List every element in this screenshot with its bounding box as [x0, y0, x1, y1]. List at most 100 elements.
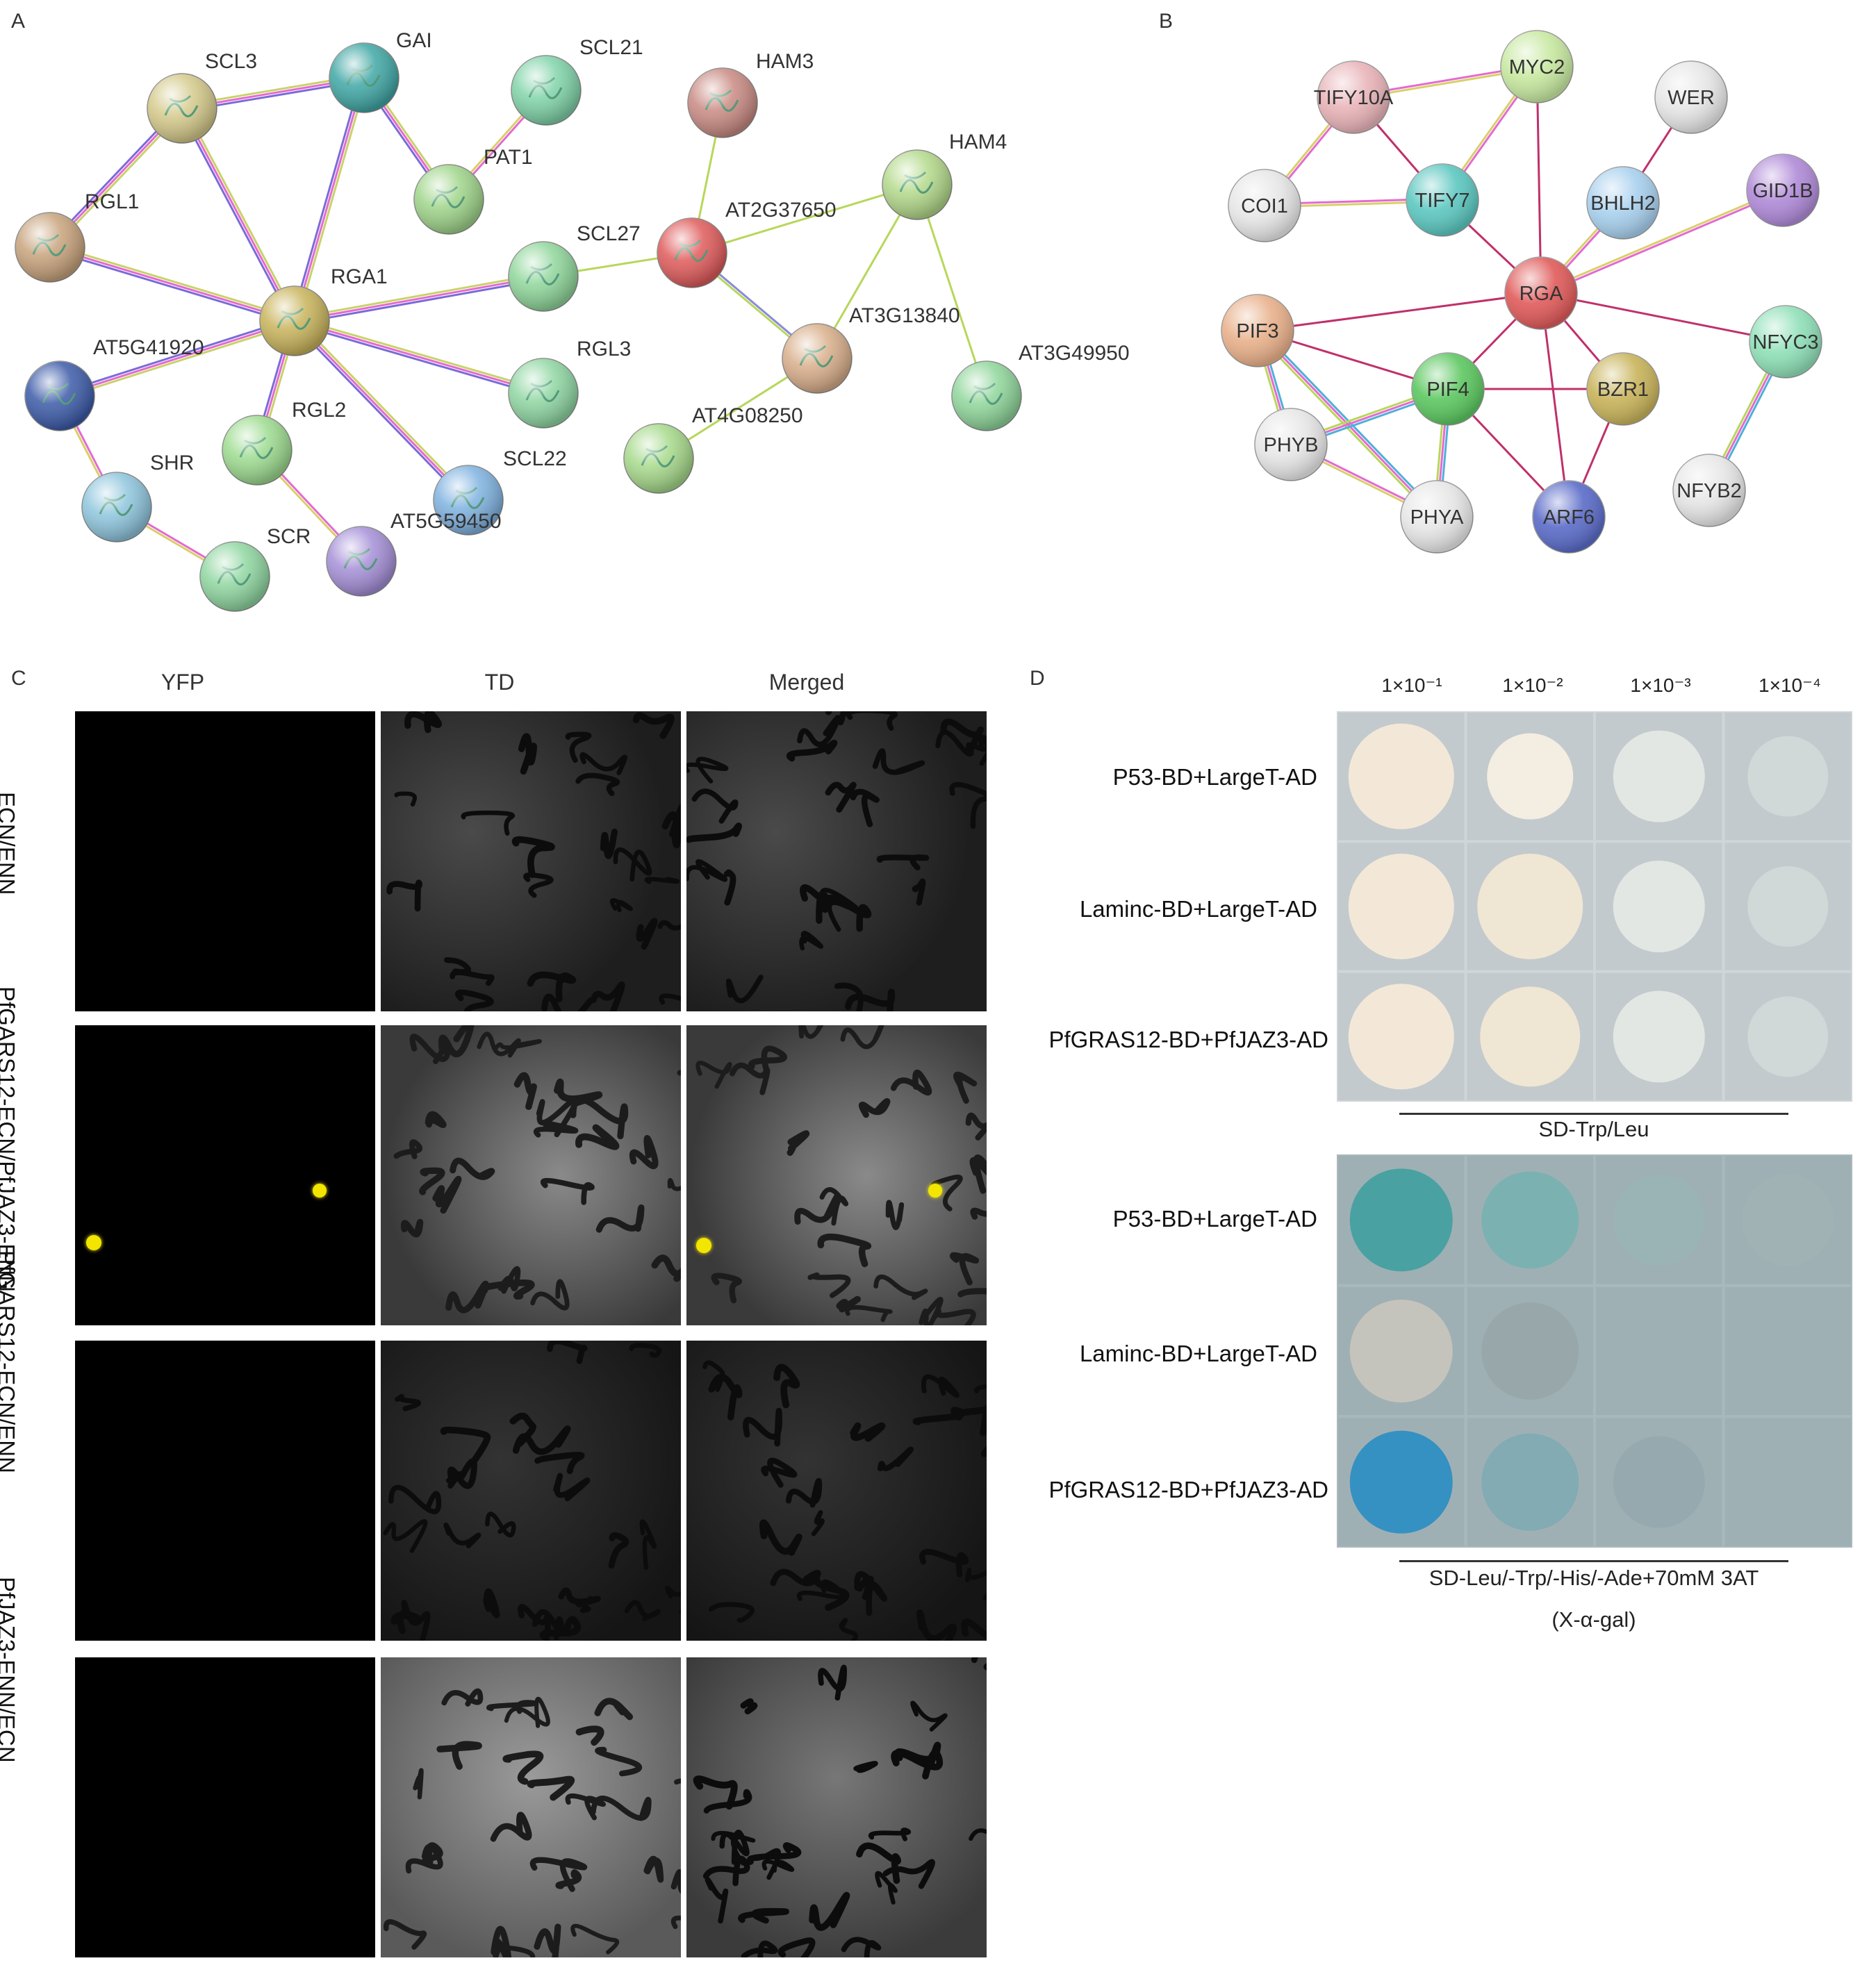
node-highlight: [1505, 257, 1577, 329]
cell-wall: [541, 993, 594, 1011]
cell-wall: [882, 1859, 936, 1889]
cell-wall: [691, 788, 739, 824]
node-highlight: [624, 424, 693, 493]
cell-wall: [703, 1789, 752, 1814]
caption-sd-quad: SD-Leu/-Trp/-His/-Ade+70mM 3AT: [1428, 1566, 1759, 1590]
yeast-colony-spot: [1613, 861, 1705, 952]
network-edge: [1540, 292, 1570, 517]
network-edge: [181, 108, 296, 322]
cell-wall: [850, 1422, 886, 1442]
node-highlight: [509, 358, 578, 428]
network-edge: [290, 76, 363, 321]
cell-wall: [845, 988, 896, 1011]
cell-wall: [770, 1568, 821, 1587]
node-label: TIFY10A: [1314, 87, 1394, 109]
cell-wall: [594, 1698, 633, 1721]
cell-wall: [657, 920, 681, 931]
cell-wall: [677, 1070, 681, 1076]
yeast-colony-spot: [1480, 986, 1581, 1087]
plate-well: [1724, 1286, 1851, 1416]
node-highlight: [1533, 481, 1605, 553]
network-edge: [58, 317, 295, 395]
network-edge: [60, 322, 296, 400]
node-highlight: [25, 361, 94, 431]
d-row-label-top-2: Laminc-BD+LargeT-AD: [1079, 896, 1317, 922]
cell-wall: [632, 712, 675, 739]
node-label: HAM3: [756, 50, 814, 73]
cell-wall: [953, 1071, 978, 1104]
node-label: AT3G49950: [1019, 342, 1130, 365]
protein-node: WER: [1654, 60, 1728, 134]
node-highlight: [147, 74, 217, 143]
cell-wall: [969, 1828, 987, 1841]
cell-wall: [723, 869, 736, 906]
column-header-merged: Merged: [768, 670, 845, 695]
cell-wall: [444, 957, 472, 975]
cell-wall: [575, 772, 620, 797]
cell-wall: [916, 1609, 957, 1641]
image-yfp-row2: [75, 1025, 375, 1325]
column-header-yfp: YFP: [160, 670, 205, 695]
node-highlight: [1587, 167, 1659, 239]
cell-wall: [940, 718, 985, 756]
cell-wall: [957, 1288, 987, 1298]
image-td-row1: [381, 711, 681, 1011]
node-label: PHYA: [1410, 506, 1464, 529]
cell-wall: [644, 877, 680, 884]
protein-node: BZR1: [1586, 352, 1660, 426]
cell-wall: [910, 1700, 948, 1732]
protein-node: NFYB2: [1672, 454, 1746, 527]
yeast-colony-spot: [1348, 984, 1454, 1090]
yeast-colony-spot: [1481, 1171, 1579, 1269]
cell-wall: [483, 1588, 500, 1618]
plate-spots-top: [1338, 713, 1851, 1100]
node-label: HAM4: [949, 131, 1007, 154]
yeast-colony-spot: [1348, 854, 1454, 959]
protein-node: AT5G59450: [326, 510, 502, 597]
image-merged-row1: [686, 711, 987, 1011]
cell-wall: [393, 1139, 423, 1159]
d-row-label-bottom-2: Laminc-BD+LargeT-AD: [1079, 1341, 1317, 1366]
node-highlight: [222, 415, 292, 485]
cell-wall: [931, 1175, 963, 1211]
yfp-signal-dot: [313, 1184, 327, 1198]
cell-pattern: [702, 1360, 987, 1641]
node-highlight: [1655, 61, 1727, 133]
protein-node: RGA1: [259, 265, 388, 356]
protein-node: AT2G37650: [657, 199, 837, 288]
yeast-colony-spot: [1747, 736, 1829, 817]
cell-wall: [540, 1177, 595, 1205]
node-label: MYC2: [1509, 56, 1565, 78]
yeast-colony-spot: [1349, 1168, 1453, 1272]
cell-wall: [404, 711, 442, 734]
cell-wall: [477, 1032, 521, 1058]
cell-wall: [836, 1295, 861, 1313]
cell-wall: [513, 1072, 537, 1110]
cell-wall: [533, 1120, 579, 1138]
cell-wall: [817, 1233, 872, 1268]
protein-node: SCL21: [511, 36, 643, 126]
network-edge: [292, 322, 468, 503]
cell-wall: [554, 1078, 603, 1107]
cell-wall: [695, 1061, 732, 1089]
node-label: PHYB: [1264, 434, 1319, 456]
protein-node: HAM3: [687, 50, 814, 138]
network-edge: [179, 109, 293, 323]
protein-node: PIF4: [1411, 352, 1485, 426]
cell-wall: [819, 1187, 849, 1226]
row-label-c-2: PfGARS12-ECN/PfJAZ3-ENN: [0, 986, 19, 1293]
node-highlight: [1255, 408, 1327, 481]
cell-wall: [400, 1218, 424, 1238]
cell-wall: [921, 1374, 960, 1398]
cell-wall: [527, 971, 577, 1002]
cell-wall: [807, 1272, 851, 1298]
cell-wall: [445, 1280, 489, 1314]
cell-wall: [590, 1796, 652, 1821]
dilution-label-3: 1×10⁻³: [1630, 674, 1691, 696]
cell-wall: [885, 1200, 905, 1230]
cell-wall: [413, 1768, 424, 1800]
